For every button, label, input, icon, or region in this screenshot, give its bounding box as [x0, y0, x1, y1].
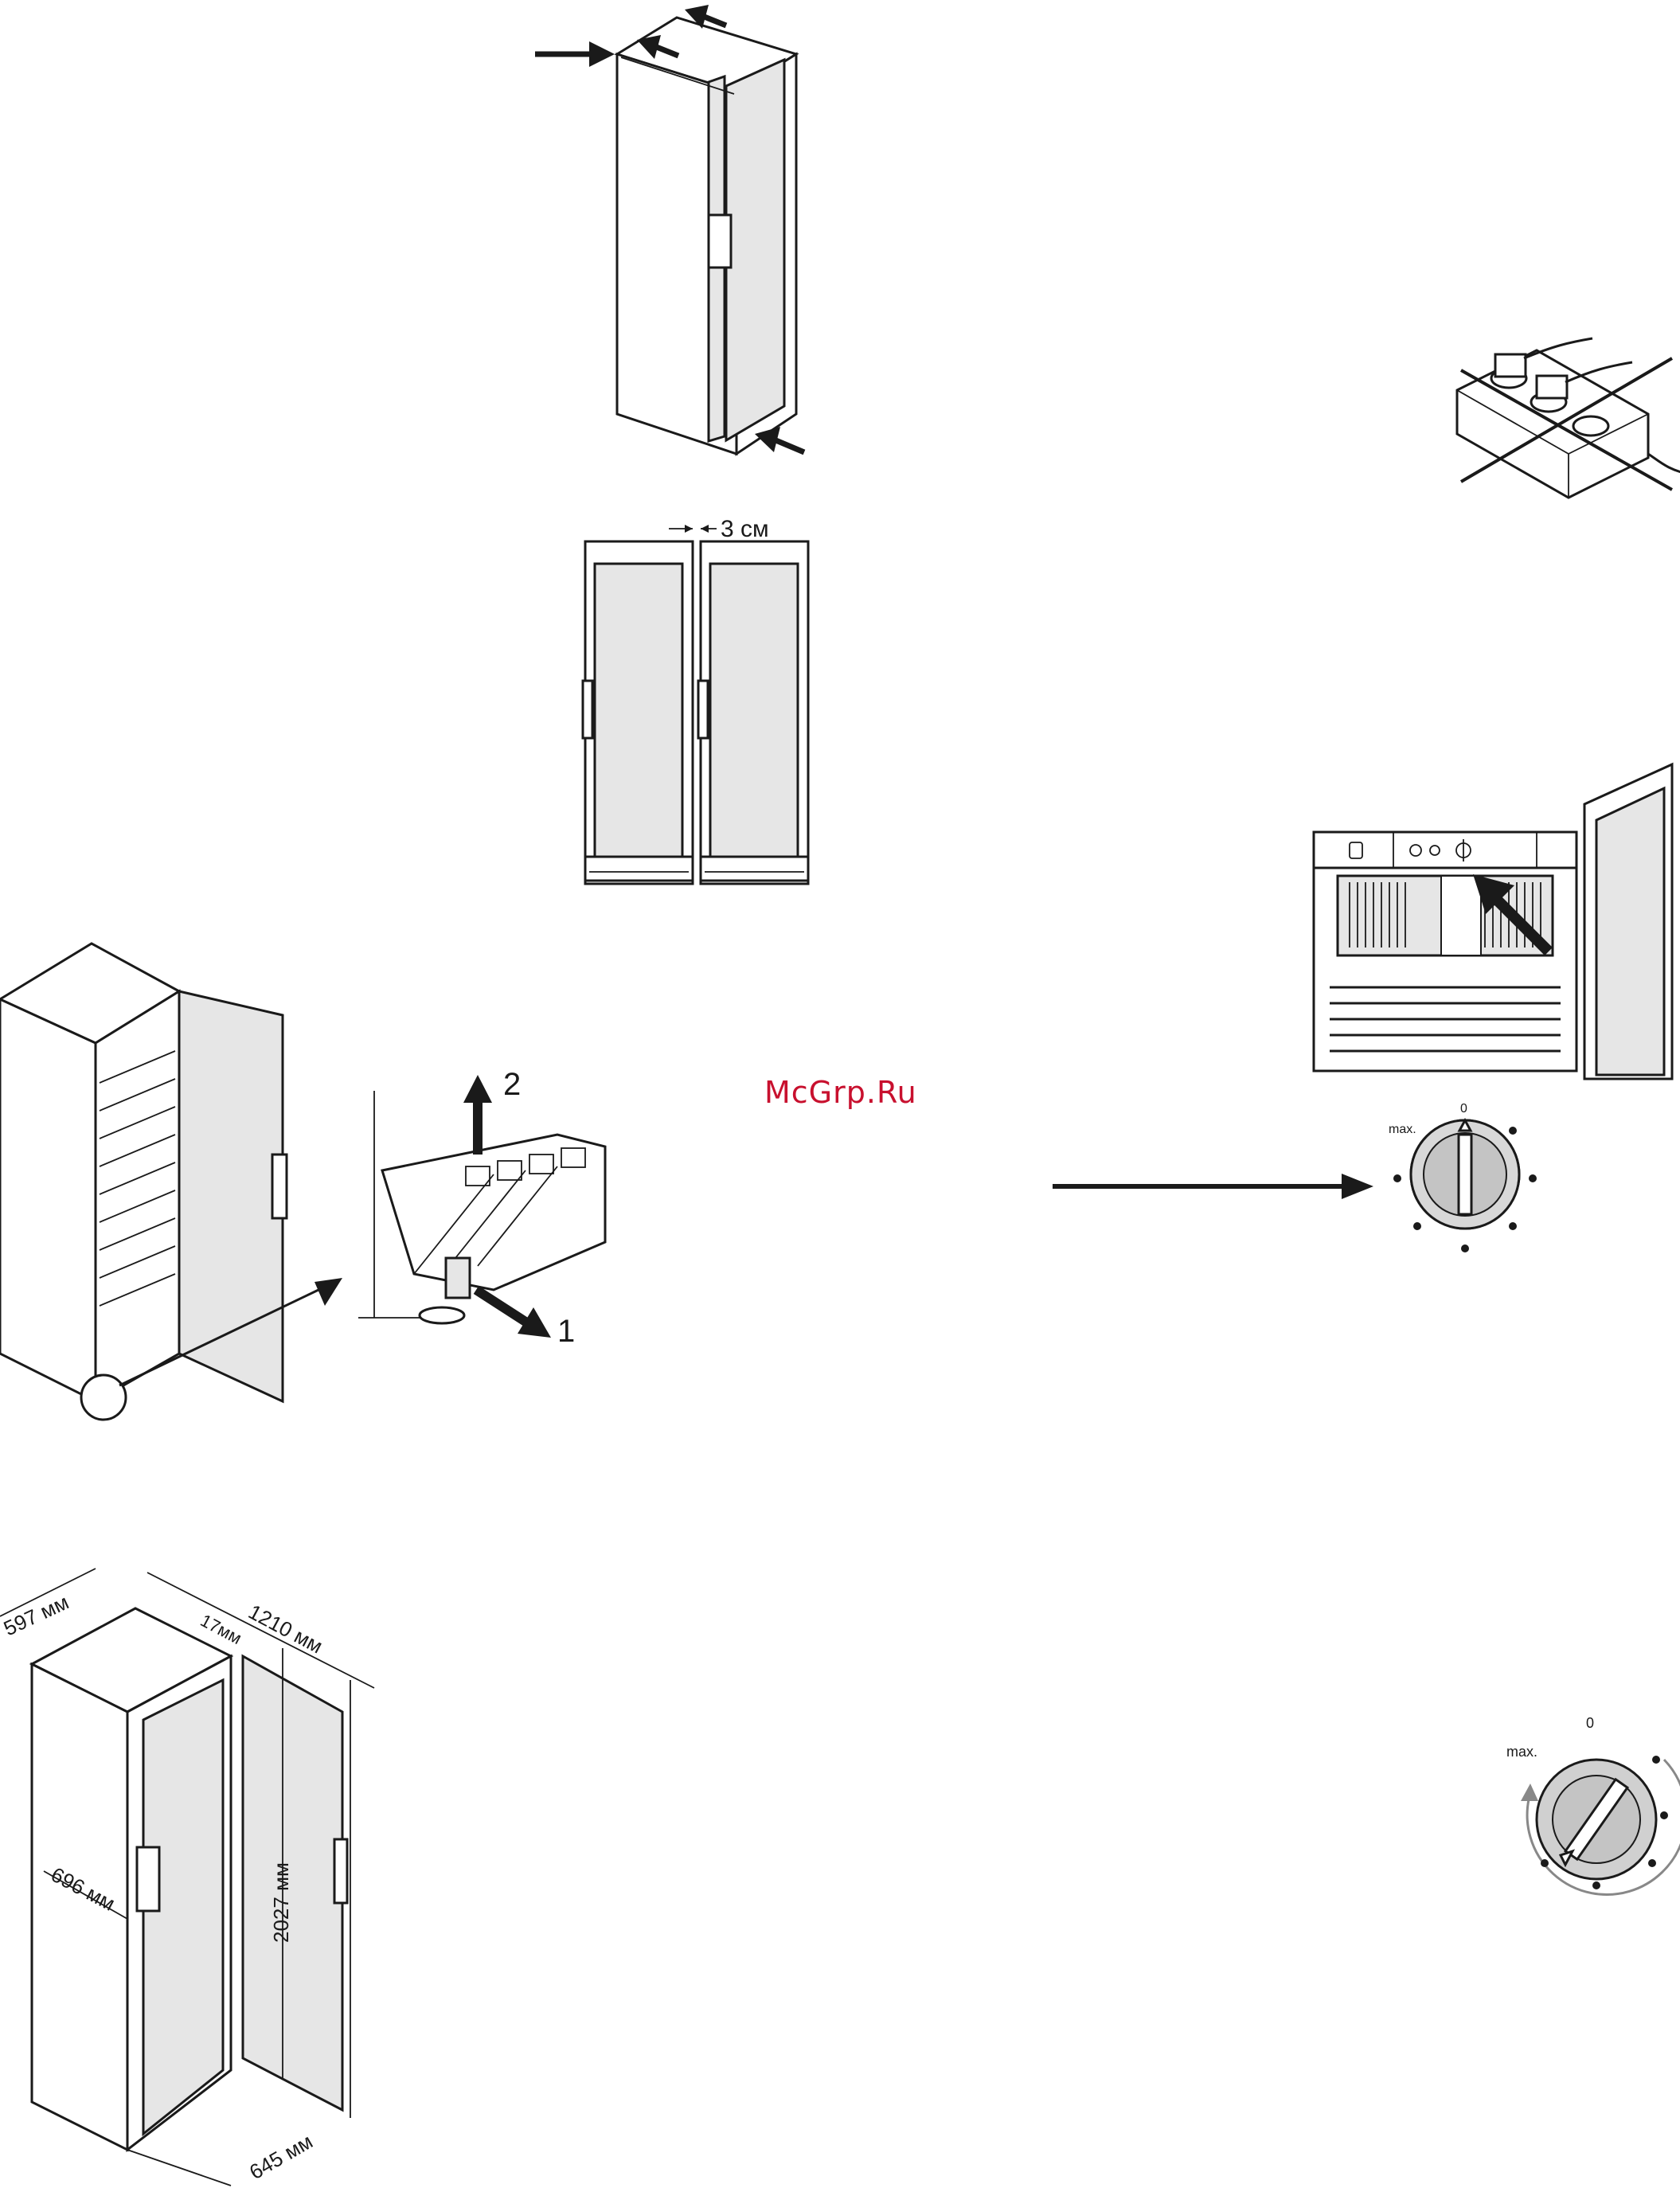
temperature-dial-upper: 0 max.	[1377, 1095, 1553, 1254]
height-label: 2027 мм	[269, 1862, 293, 1943]
appliance-ventilation-figure	[525, 0, 828, 470]
control-panel-figure	[1306, 756, 1680, 1083]
gap-dimension-arrows	[669, 525, 717, 533]
step-arrow-1	[476, 1290, 551, 1338]
gap-label: 3 см	[721, 516, 769, 542]
temperature-dial-lower: 0 max.	[1497, 1712, 1680, 1911]
step-1-label: 1	[557, 1314, 575, 1349]
door-handle	[709, 215, 731, 268]
dial-lower-max-label: max.	[1506, 1744, 1537, 1760]
dial-max-label: max.	[1389, 1123, 1416, 1136]
foot-screw	[446, 1258, 470, 1298]
dial-pointer-arrow	[1051, 1170, 1377, 1202]
detail-circle-icon	[81, 1375, 126, 1420]
air-arrow-left	[535, 41, 615, 67]
appliance-right	[698, 541, 808, 884]
dimensions-figure: 597 мм 1210 мм 17мм 2027 мм 696 мм 645 м…	[0, 1561, 398, 2188]
dial-zero-label: 0	[1460, 1102, 1467, 1115]
step-arrow-2	[463, 1075, 492, 1155]
watermark: McGrp.Ru	[764, 1075, 917, 1110]
dial-lower-zero-label: 0	[1586, 1715, 1594, 1731]
socket-icon	[1573, 416, 1608, 436]
foot-icon	[420, 1307, 464, 1323]
levelling-foot-figure: 2 1	[0, 940, 637, 1449]
door-swing-label: 645 мм	[245, 2129, 317, 2184]
plug-icon	[1495, 354, 1526, 377]
no-power-strip-figure	[1449, 326, 1680, 526]
dial-knob-grip	[1459, 1135, 1471, 1214]
appliance-left	[583, 541, 693, 884]
step-2-label: 2	[503, 1067, 521, 1102]
side-by-side-gap-figure: 3 см	[573, 510, 828, 900]
